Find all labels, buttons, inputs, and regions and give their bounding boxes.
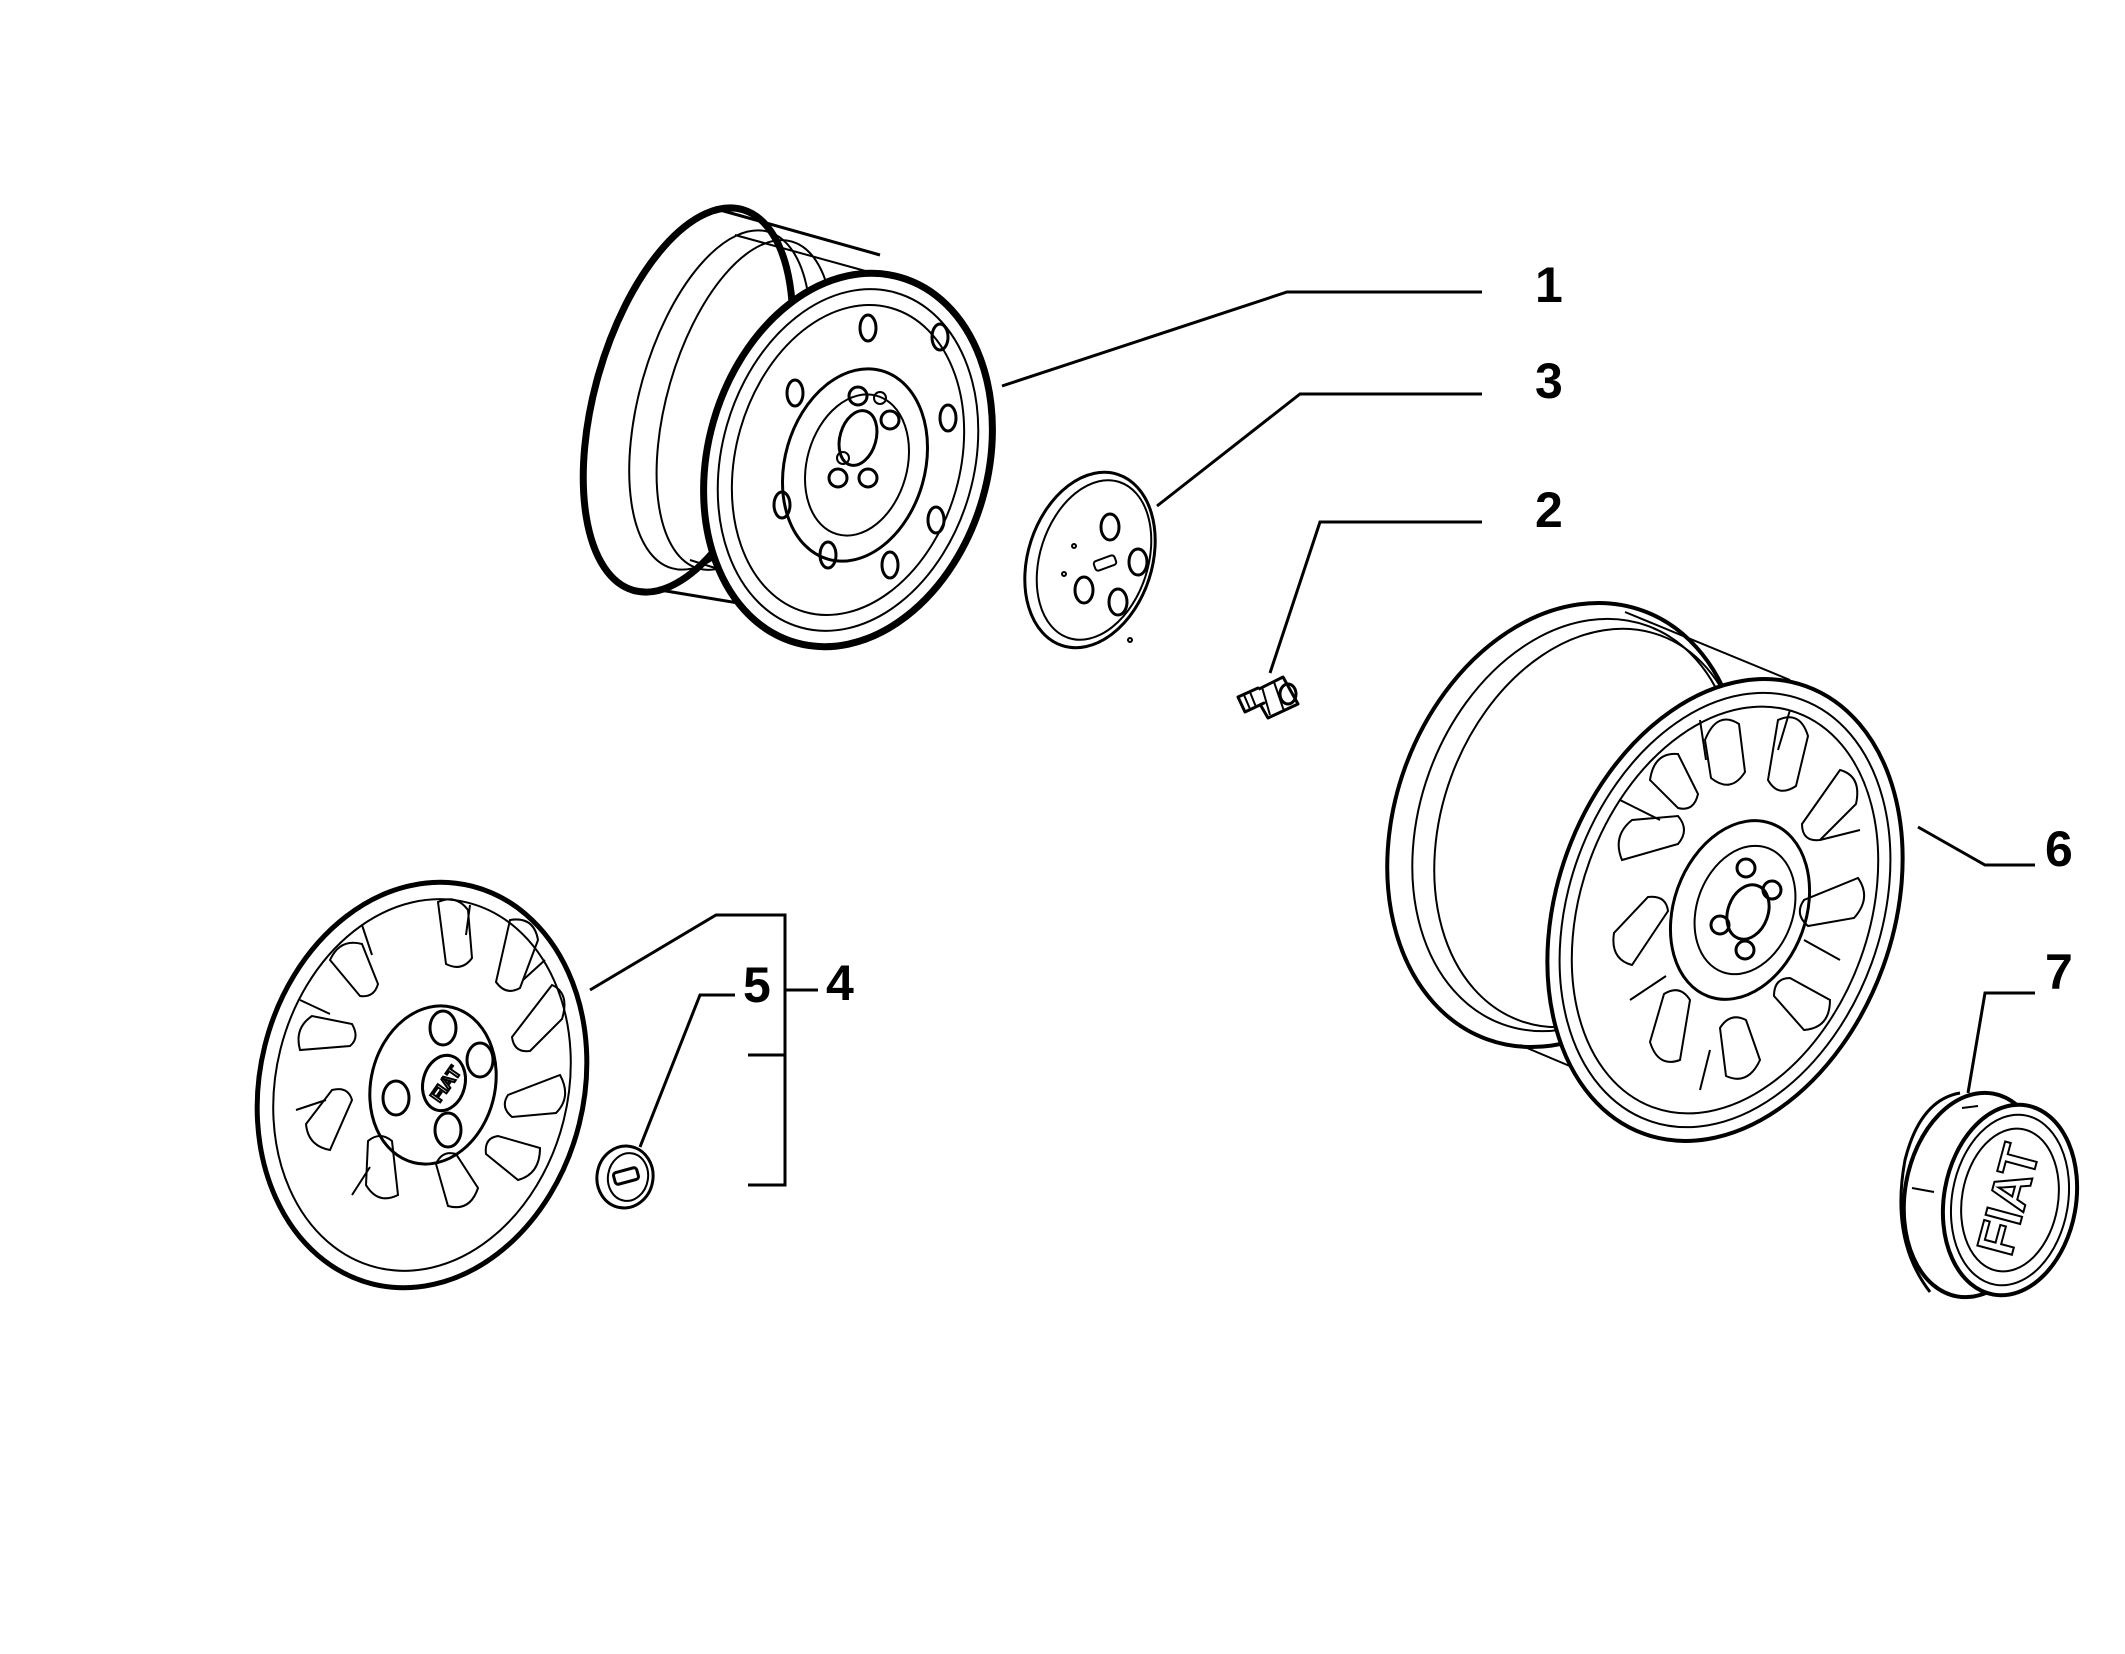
- leader-line-3: [1156, 392, 1482, 508]
- wheel-bolt-part-2: [1236, 675, 1300, 720]
- callout-4: 4: [826, 955, 854, 1011]
- hub-cap-part-3: [1023, 470, 1157, 650]
- leader-line-4: [589, 913, 787, 1057]
- callout-7: 7: [2045, 944, 2073, 1000]
- callout-1: 1: [1535, 257, 1563, 313]
- bracket-4: [748, 1053, 787, 1187]
- steel-wheel-part-1: [579, 204, 996, 651]
- leader-line-1: [1001, 290, 1482, 388]
- callout-6: 6: [2045, 821, 2073, 877]
- leader-line-7: [1966, 991, 2035, 1094]
- leader-lines: [589, 290, 2035, 1187]
- callout-2: 2: [1535, 482, 1563, 538]
- alloy-wheel-part-6: [1385, 601, 1905, 1143]
- center-cap-part-5: [595, 1144, 655, 1210]
- center-cap-part-7: FIAT: [1899, 1090, 2080, 1300]
- leader-line-6: [1917, 825, 2035, 867]
- callout-labels: 1 3 2 4 5 6 7: [743, 257, 2073, 1013]
- wheel-trim-part-4: FIAT: [254, 879, 590, 1291]
- leader-line-2: [1268, 520, 1482, 674]
- callout-3: 3: [1535, 353, 1563, 409]
- callout-5: 5: [743, 957, 771, 1013]
- leader-line-5: [638, 993, 735, 1148]
